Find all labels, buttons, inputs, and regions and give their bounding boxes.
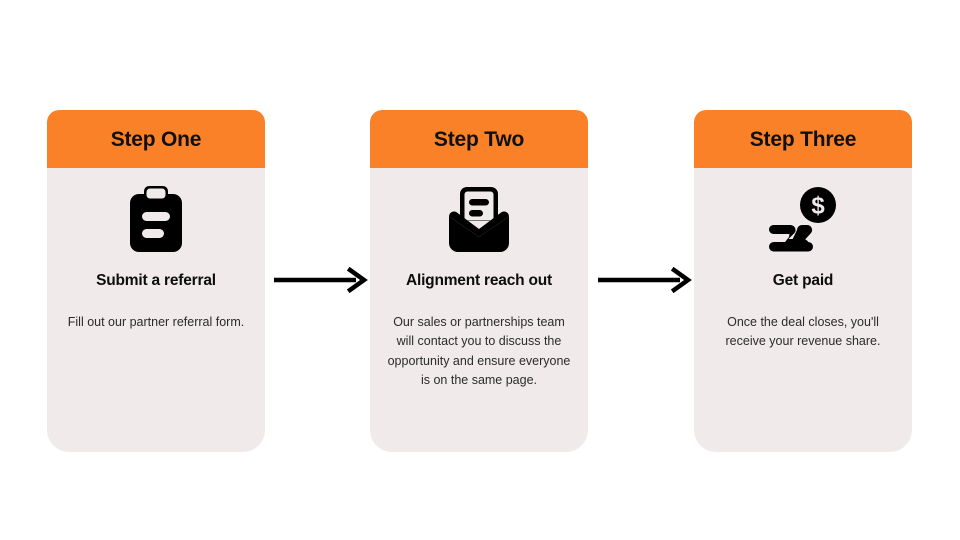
step-two-title: Alignment reach out <box>405 272 553 289</box>
step-two-description: Our sales or partnerships team will cont… <box>387 314 571 388</box>
step-three-header: Step Three <box>694 110 912 168</box>
step-three-body: $ Get paid Once the deal closes, you'll … <box>694 168 912 452</box>
step-card-three: Step Three $ Get paid Once the deal clos… <box>694 110 912 452</box>
step-two-header: Step Two <box>370 110 588 168</box>
step-one-header: Step One <box>47 110 265 168</box>
step-three-header-label: Step Three <box>749 127 857 151</box>
step-one-body: Submit a referral Fill out our partner r… <box>47 168 265 452</box>
step-one-title: Submit a referral <box>96 272 216 289</box>
svg-text:$: $ <box>811 193 825 220</box>
step-card-two: Step Two Alignment reach out Our sales o… <box>370 110 588 452</box>
step-three-title: Get paid <box>772 272 834 289</box>
arrow-right-icon-one <box>272 267 368 293</box>
step-one-description: Fill out our partner referral form. <box>67 314 245 329</box>
arrow-right-icon-two <box>596 267 692 293</box>
step-three-description: Once the deal closes, you'll receive you… <box>725 314 881 349</box>
step-card-one: Step One Submit a referral Fill out our … <box>47 110 265 452</box>
step-one-header-label: Step One <box>110 127 202 151</box>
open-envelope-mail-icon <box>447 168 511 272</box>
step-two-body: Alignment reach out Our sales or partner… <box>370 168 588 452</box>
step-two-header-label: Step Two <box>433 127 525 151</box>
hand-receiving-dollar-coin-icon: $ <box>767 168 839 272</box>
clipboard-icon <box>128 168 184 272</box>
